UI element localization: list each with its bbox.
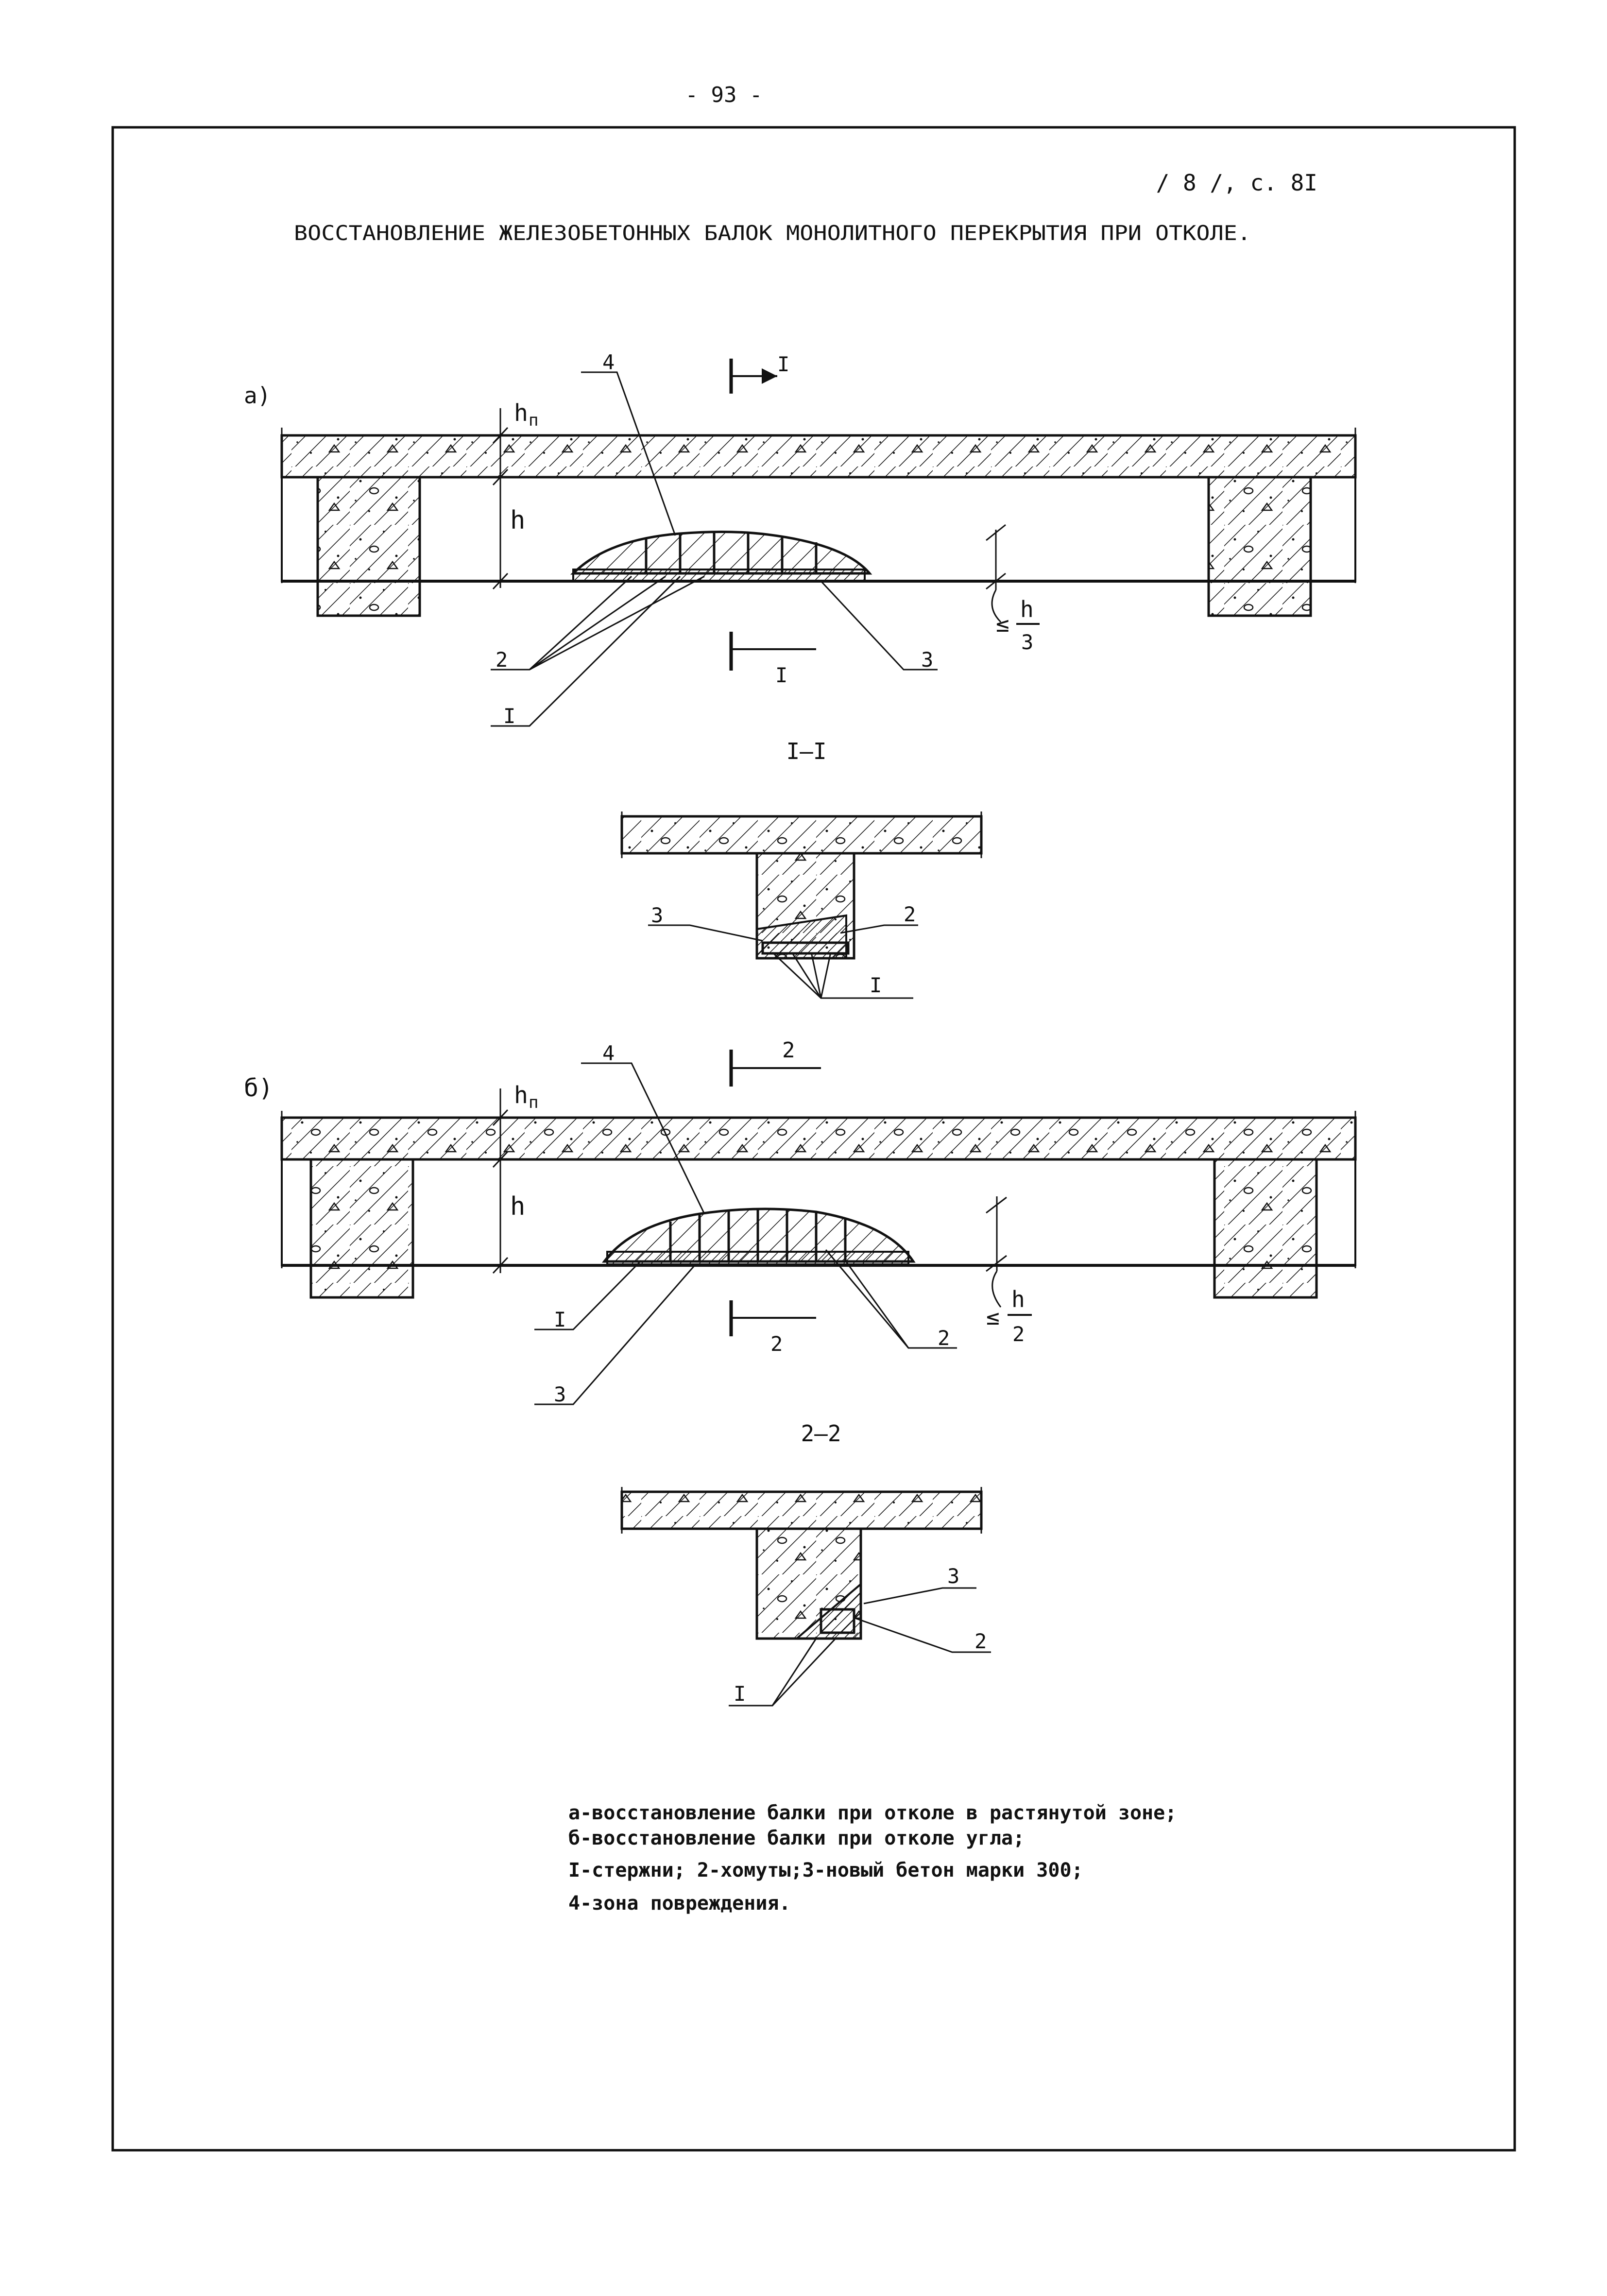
callout-I-a: I — [503, 704, 515, 728]
callout-I-b: I — [554, 1308, 566, 1331]
wall-right-a — [1310, 476, 1356, 582]
new-concrete-layer-a — [572, 569, 866, 582]
page-title: ВОССТАНОВЛЕНИЕ ЖЕЛЕЗОБЕТОННЫХ БАЛОК МОНО… — [294, 221, 1251, 245]
callout-2-1-1: 2 — [904, 902, 916, 926]
section-2-2: 2–2 3 2 I — [620, 1420, 991, 1707]
slab-a — [280, 434, 1357, 479]
callout-2-b: 2 — [938, 1326, 950, 1350]
callout-2-a: 2 — [496, 648, 508, 672]
dim-hp-a-sub: п — [529, 411, 538, 430]
dimension-a — [492, 408, 509, 590]
legend-line-4: 4-зона повреждения. — [568, 1892, 791, 1915]
callout-3-2-2: 3 — [947, 1564, 959, 1588]
slab-2-2 — [620, 1490, 983, 1530]
leq-symbol-b: ≤ — [986, 1304, 1000, 1330]
legend: а-восстановление балки при отколе в раст… — [568, 1802, 1177, 1915]
dim-hp-b: h — [514, 1082, 528, 1109]
fraction-den-a: 3 — [1021, 630, 1033, 654]
legend-line-3: I-стержни; 2-хомуты;3-новый бетон марки … — [568, 1859, 1083, 1882]
callout-2-2-2: 2 — [974, 1629, 987, 1653]
beam-right-b — [1213, 1158, 1318, 1299]
reference-citation: / 8 /, с. 8I — [1156, 170, 1317, 196]
new-concrete-layer-b — [606, 1251, 909, 1265]
legend-line-2: б-восстановление балки при отколе угла; — [568, 1827, 1025, 1849]
section-mark-bottom-a — [729, 632, 816, 671]
repair-patch-a — [570, 530, 872, 575]
figure-b-elevation: б) h п h — [244, 1038, 1357, 1406]
callout-I-1-1: I — [870, 973, 882, 997]
repair-2-2 — [794, 1582, 862, 1640]
slab-b — [280, 1116, 1357, 1161]
section-label-bottom-a: I — [775, 663, 787, 687]
dim-hp-a: h — [514, 399, 528, 427]
figure-a-elevation: а) h п — [244, 350, 1357, 728]
slab-1-1 — [620, 815, 983, 855]
dimension-b — [492, 1088, 509, 1274]
leq-symbol-a: ≤ — [996, 611, 1009, 637]
wall-left-a — [281, 476, 319, 582]
leader-lines-1-1 — [648, 924, 918, 999]
page-frame — [111, 126, 1516, 2152]
stirrup-2-2 — [820, 1608, 855, 1634]
beam-left-b — [309, 1158, 414, 1299]
wall-right-b — [1316, 1158, 1356, 1266]
beam-left-a — [316, 476, 421, 617]
callout-3-1-1: 3 — [651, 903, 663, 927]
beam-right-a — [1207, 476, 1312, 617]
section-label-bottom-b: 2 — [770, 1332, 783, 1356]
leader-lines-2-2 — [729, 1587, 991, 1707]
section-mark-top-a — [729, 359, 777, 394]
section-1-1-title: I–I — [786, 738, 826, 764]
section-1-1: I–I 3 2 I — [620, 738, 983, 999]
dim-h-b: h — [510, 1192, 525, 1221]
fraction-num-a: h — [1020, 596, 1034, 622]
repair-1-1 — [756, 914, 847, 959]
callout-3-b: 3 — [554, 1382, 566, 1406]
leader-lines-a — [491, 371, 938, 727]
section-mark-top-b — [729, 1050, 821, 1087]
wall-left-b — [281, 1158, 312, 1266]
section-label-top-a: I — [777, 352, 789, 376]
section-mark-bottom-b — [729, 1300, 816, 1336]
fraction-num-b: h — [1011, 1286, 1025, 1312]
dim-hp-b-sub: п — [529, 1093, 538, 1112]
callout-4-a: 4 — [602, 350, 615, 374]
legend-line-1: а-восстановление балки при отколе в раст… — [568, 1802, 1177, 1824]
fraction-den-b: 2 — [1012, 1322, 1025, 1346]
leader-lines-b — [534, 1062, 957, 1405]
section-2-2-title: 2–2 — [801, 1420, 841, 1447]
callout-4-b: 4 — [602, 1041, 615, 1065]
figure-b-label: б) — [244, 1074, 273, 1102]
section-label-top-b: 2 — [782, 1038, 795, 1063]
figure-a-label: а) — [244, 382, 271, 409]
fraction-dim-b — [986, 1196, 1007, 1308]
dim-h-a: h — [510, 506, 525, 535]
callout-3-a: 3 — [921, 648, 933, 672]
stirrup-1-1 — [761, 941, 850, 955]
page-number: - 93 - — [685, 83, 763, 107]
callout-I-2-2: I — [734, 1682, 746, 1706]
fraction-dim-a — [986, 524, 1006, 623]
